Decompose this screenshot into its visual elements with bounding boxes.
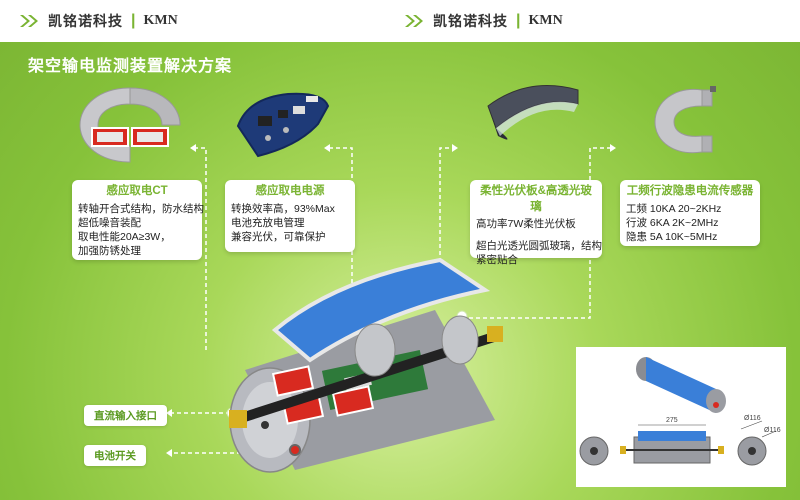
inset-drawing: 275 Ø116 Ø116 <box>576 347 786 487</box>
brand-logo-icon <box>405 15 423 27</box>
brand-cn: 凯铭诺科技 <box>48 13 123 29</box>
card-solar-line: 超白光透光圆弧玻璃，结构 <box>476 240 602 253</box>
card-power: 感应取电电源 转换效率高，93%Max 电池充放电管理 兼容光伏，可靠保护 <box>225 180 355 252</box>
current-sensor-image <box>654 86 716 154</box>
card-ct-line: 取电性能20A≥3W， <box>78 230 171 243</box>
brand-en: KMN <box>143 13 178 28</box>
inset-product-drawing <box>579 357 777 466</box>
card-ct-title: 感应取电CT <box>106 185 168 197</box>
card-ct-line: 转轴开合式结构，防水结构 <box>78 202 204 215</box>
brand-separator: | <box>516 12 521 29</box>
card-sensor: 工频行波隐患电流传感器 工频 10KA 20~2KHz 行波 6KA 2K~2M… <box>620 180 760 246</box>
card-solar: 柔性光伏板&高透光玻璃 高功率7W柔性光伏板 超白光透光圆弧玻璃，结构 紧密贴合 <box>470 180 602 266</box>
dim-diameter: Ø116 <box>764 427 781 434</box>
card-ct-line: 加强防锈处理 <box>78 245 141 258</box>
card-solar-line: 紧密贴合 <box>476 254 518 267</box>
brand-en: KMN <box>528 13 563 28</box>
card-power-title: 感应取电电源 <box>255 185 325 197</box>
card-solar-line: 高功率7W柔性光伏板 <box>476 218 576 231</box>
card-sensor-line: 行波 6KA 2K~2MHz <box>626 216 719 229</box>
solar-panel-image <box>487 85 579 140</box>
brand-left: 凯铭诺科技 | KMN <box>20 11 178 31</box>
dim-length: 275 <box>666 417 678 424</box>
ct-image <box>79 87 181 163</box>
card-solar-title: 柔性光伏板&高透光玻璃 <box>480 185 592 213</box>
card-power-line: 电池充放电管理 <box>231 216 305 229</box>
card-ct-line: 超低噪音装配 <box>78 216 141 229</box>
page-title: 架空输电监测装置解决方案 <box>28 58 233 75</box>
main-device-image <box>229 257 503 473</box>
brand-cn: 凯铭诺科技 <box>433 13 508 29</box>
brand-right: 凯铭诺科技 | KMN <box>405 11 563 31</box>
header-bar: 凯铭诺科技 | KMN 凯铭诺科技 | KMN <box>0 0 800 42</box>
label-dc-input: 直流输入接口 <box>84 405 167 426</box>
card-sensor-line: 隐患 5A 10K~5MHz <box>626 230 718 243</box>
dim-diameter: Ø116 <box>744 415 761 422</box>
card-power-line: 兼容光伏，可靠保护 <box>231 230 326 243</box>
card-power-line: 转换效率高，93%Max <box>231 202 335 215</box>
label-battery-switch: 电池开关 <box>84 445 146 466</box>
card-sensor-line: 工频 10KA 20~2KHz <box>626 202 722 215</box>
brand-logo-icon <box>20 15 38 27</box>
pcb-image <box>236 92 330 158</box>
card-sensor-title: 工频行波隐患电流传感器 <box>626 185 754 197</box>
card-ct: 感应取电CT 转轴开合式结构，防水结构 超低噪音装配 取电性能20A≥3W， 加… <box>72 180 204 260</box>
brand-separator: | <box>131 12 136 29</box>
